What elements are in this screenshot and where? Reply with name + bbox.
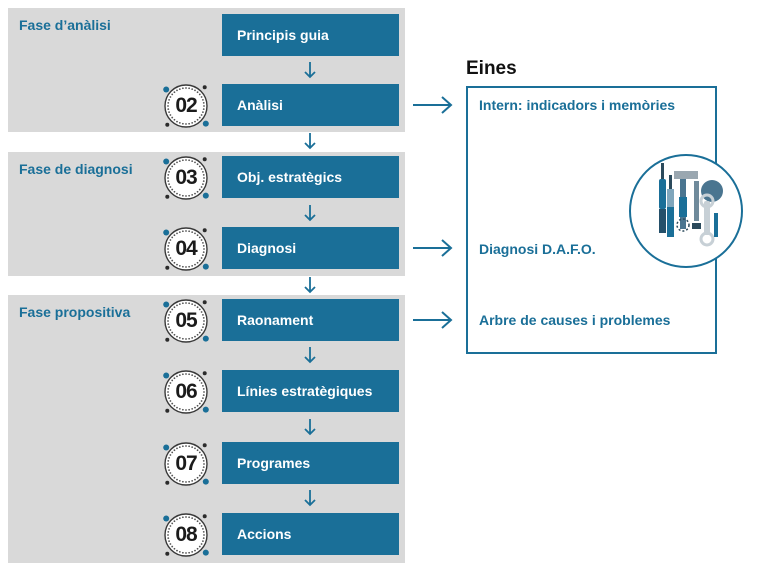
step-number-badge: 08 xyxy=(161,510,211,560)
dial-icon xyxy=(163,84,209,128)
step-number-badge: 07 xyxy=(161,439,211,489)
dial-icon xyxy=(163,370,209,414)
phase-label: Fase propositiva xyxy=(19,304,131,320)
step-number-badge: 06 xyxy=(161,367,211,417)
tools-title: Eines xyxy=(466,58,517,79)
arrow-right-icon xyxy=(413,311,453,329)
step-number: 07 xyxy=(175,452,197,475)
dial-icon xyxy=(163,442,209,486)
phase-label: Fase d’anàlisi xyxy=(19,17,111,33)
step-analisi[interactable]: Anàlisi xyxy=(222,84,399,126)
step-number-badge: 05 xyxy=(161,296,211,346)
step-number-badge: 02 xyxy=(161,81,211,131)
step-obj-estrategics[interactable]: Obj. estratègics xyxy=(222,156,399,198)
tool-item-intern: Intern: indicadors i memòries xyxy=(479,97,676,113)
arrow-down-icon xyxy=(304,205,316,222)
step-linies-estrategiques[interactable]: Línies estratègiques xyxy=(222,370,399,412)
arrow-down-icon xyxy=(304,490,316,507)
tools-icon xyxy=(629,154,743,268)
tool-item-arbre: Arbre de causes i problemes xyxy=(479,312,671,328)
step-number: 06 xyxy=(175,380,197,403)
dial-icon xyxy=(163,227,209,271)
step-principis-guia[interactable]: Principis guia xyxy=(222,14,399,56)
dial-icon xyxy=(163,156,209,200)
arrow-down-icon xyxy=(304,133,316,150)
arrow-down-icon xyxy=(304,347,316,364)
step-number-badge: 03 xyxy=(161,153,211,203)
step-raonament[interactable]: Raonament xyxy=(222,299,399,341)
step-number: 05 xyxy=(175,309,197,332)
step-number: 04 xyxy=(175,237,197,260)
arrow-right-icon xyxy=(413,239,453,257)
tool-item-dafo: Diagnosi D.A.F.O. xyxy=(479,241,596,257)
arrow-right-icon xyxy=(413,96,453,114)
step-number: 08 xyxy=(175,523,197,546)
step-diagnosi[interactable]: Diagnosi xyxy=(222,227,399,269)
dial-icon xyxy=(163,299,209,343)
step-accions[interactable]: Accions xyxy=(222,513,399,555)
phase-label: Fase de diagnosi xyxy=(19,161,133,177)
arrow-down-icon xyxy=(304,419,316,436)
step-number-badge: 04 xyxy=(161,224,211,274)
arrow-down-icon xyxy=(304,62,316,79)
arrow-down-icon xyxy=(304,277,316,294)
step-number: 02 xyxy=(175,94,197,117)
step-programes[interactable]: Programes xyxy=(222,442,399,484)
step-number: 03 xyxy=(175,166,197,189)
dial-icon xyxy=(163,513,209,557)
